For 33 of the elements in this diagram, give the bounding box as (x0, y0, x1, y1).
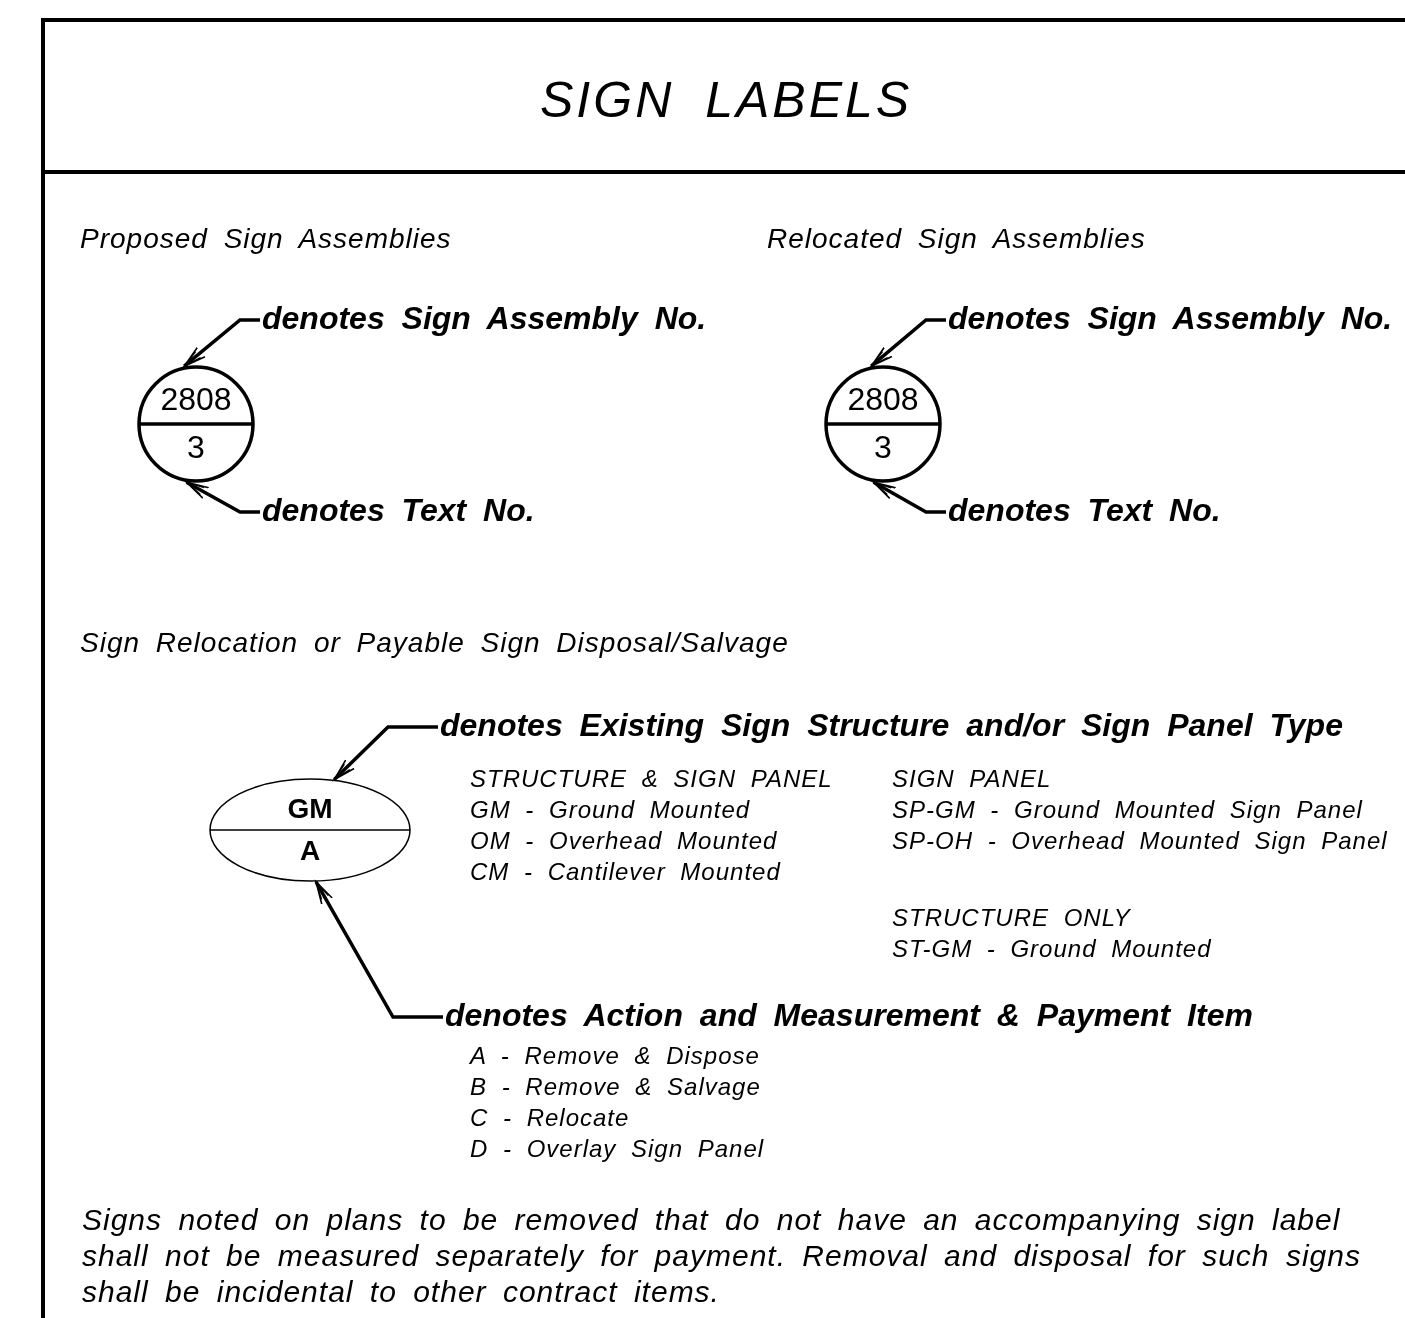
legend-text: GM - Ground Mounted (470, 795, 751, 825)
sign-label-circle (824, 365, 942, 483)
legend-text: B - Remove & Salvage (470, 1072, 761, 1102)
callout-text: denotes Existing Sign Structure and/or Sign Panel Type (440, 705, 1343, 745)
section-heading: Relocated Sign Assemblies (767, 222, 1146, 256)
symbol-bottom-text: 3 (186, 428, 206, 467)
symbol-bottom-text: 3 (873, 428, 893, 467)
legend-text: STRUCTURE ONLY (892, 903, 1131, 933)
callout-text: denotes Sign Assembly No. (262, 298, 707, 338)
symbol-top-text: GM (286, 792, 334, 826)
legend-text: CM - Cantilever Mounted (470, 857, 781, 887)
symbol-top-text: 2808 (159, 380, 233, 419)
section-heading: Sign Relocation or Payable Sign Disposal/Salvage (80, 626, 789, 660)
title: SIGN LABELS (540, 71, 913, 130)
legend-text: ST-GM - Ground Mounted (892, 934, 1212, 964)
legend-text: OM - Overhead Mounted (470, 826, 778, 856)
legend-text: C - Relocate (470, 1103, 630, 1133)
callout-text: denotes Action and Measurement & Payment Item (445, 995, 1253, 1035)
legend-text: SP-GM - Ground Mounted Sign Panel (892, 795, 1363, 825)
sign-label-ellipse (209, 778, 411, 882)
sign-label-circle (137, 365, 255, 483)
symbol-bottom-text: A (298, 834, 322, 868)
symbol-top-text: 2808 (846, 380, 920, 419)
legend-text: SIGN PANEL (892, 764, 1052, 794)
section-heading: Proposed Sign Assemblies (80, 222, 452, 256)
legend-text: STRUCTURE & SIGN PANEL (470, 764, 833, 794)
callout-text: denotes Sign Assembly No. (948, 298, 1393, 338)
callout-text: denotes Text No. (948, 490, 1221, 530)
callout-text: denotes Text No. (262, 490, 535, 530)
legend-text: A - Remove & Dispose (470, 1041, 760, 1071)
legend-text: SP-OH - Overhead Mounted Sign Panel (892, 826, 1388, 856)
note-text: Signs noted on plans to be removed that do not have an accompanying sign label shall not be measured separately for payment. Removal and disposal for such signs shall be incidental to other contract items. (82, 1202, 1362, 1310)
legend-text: D - Overlay Sign Panel (470, 1134, 765, 1164)
